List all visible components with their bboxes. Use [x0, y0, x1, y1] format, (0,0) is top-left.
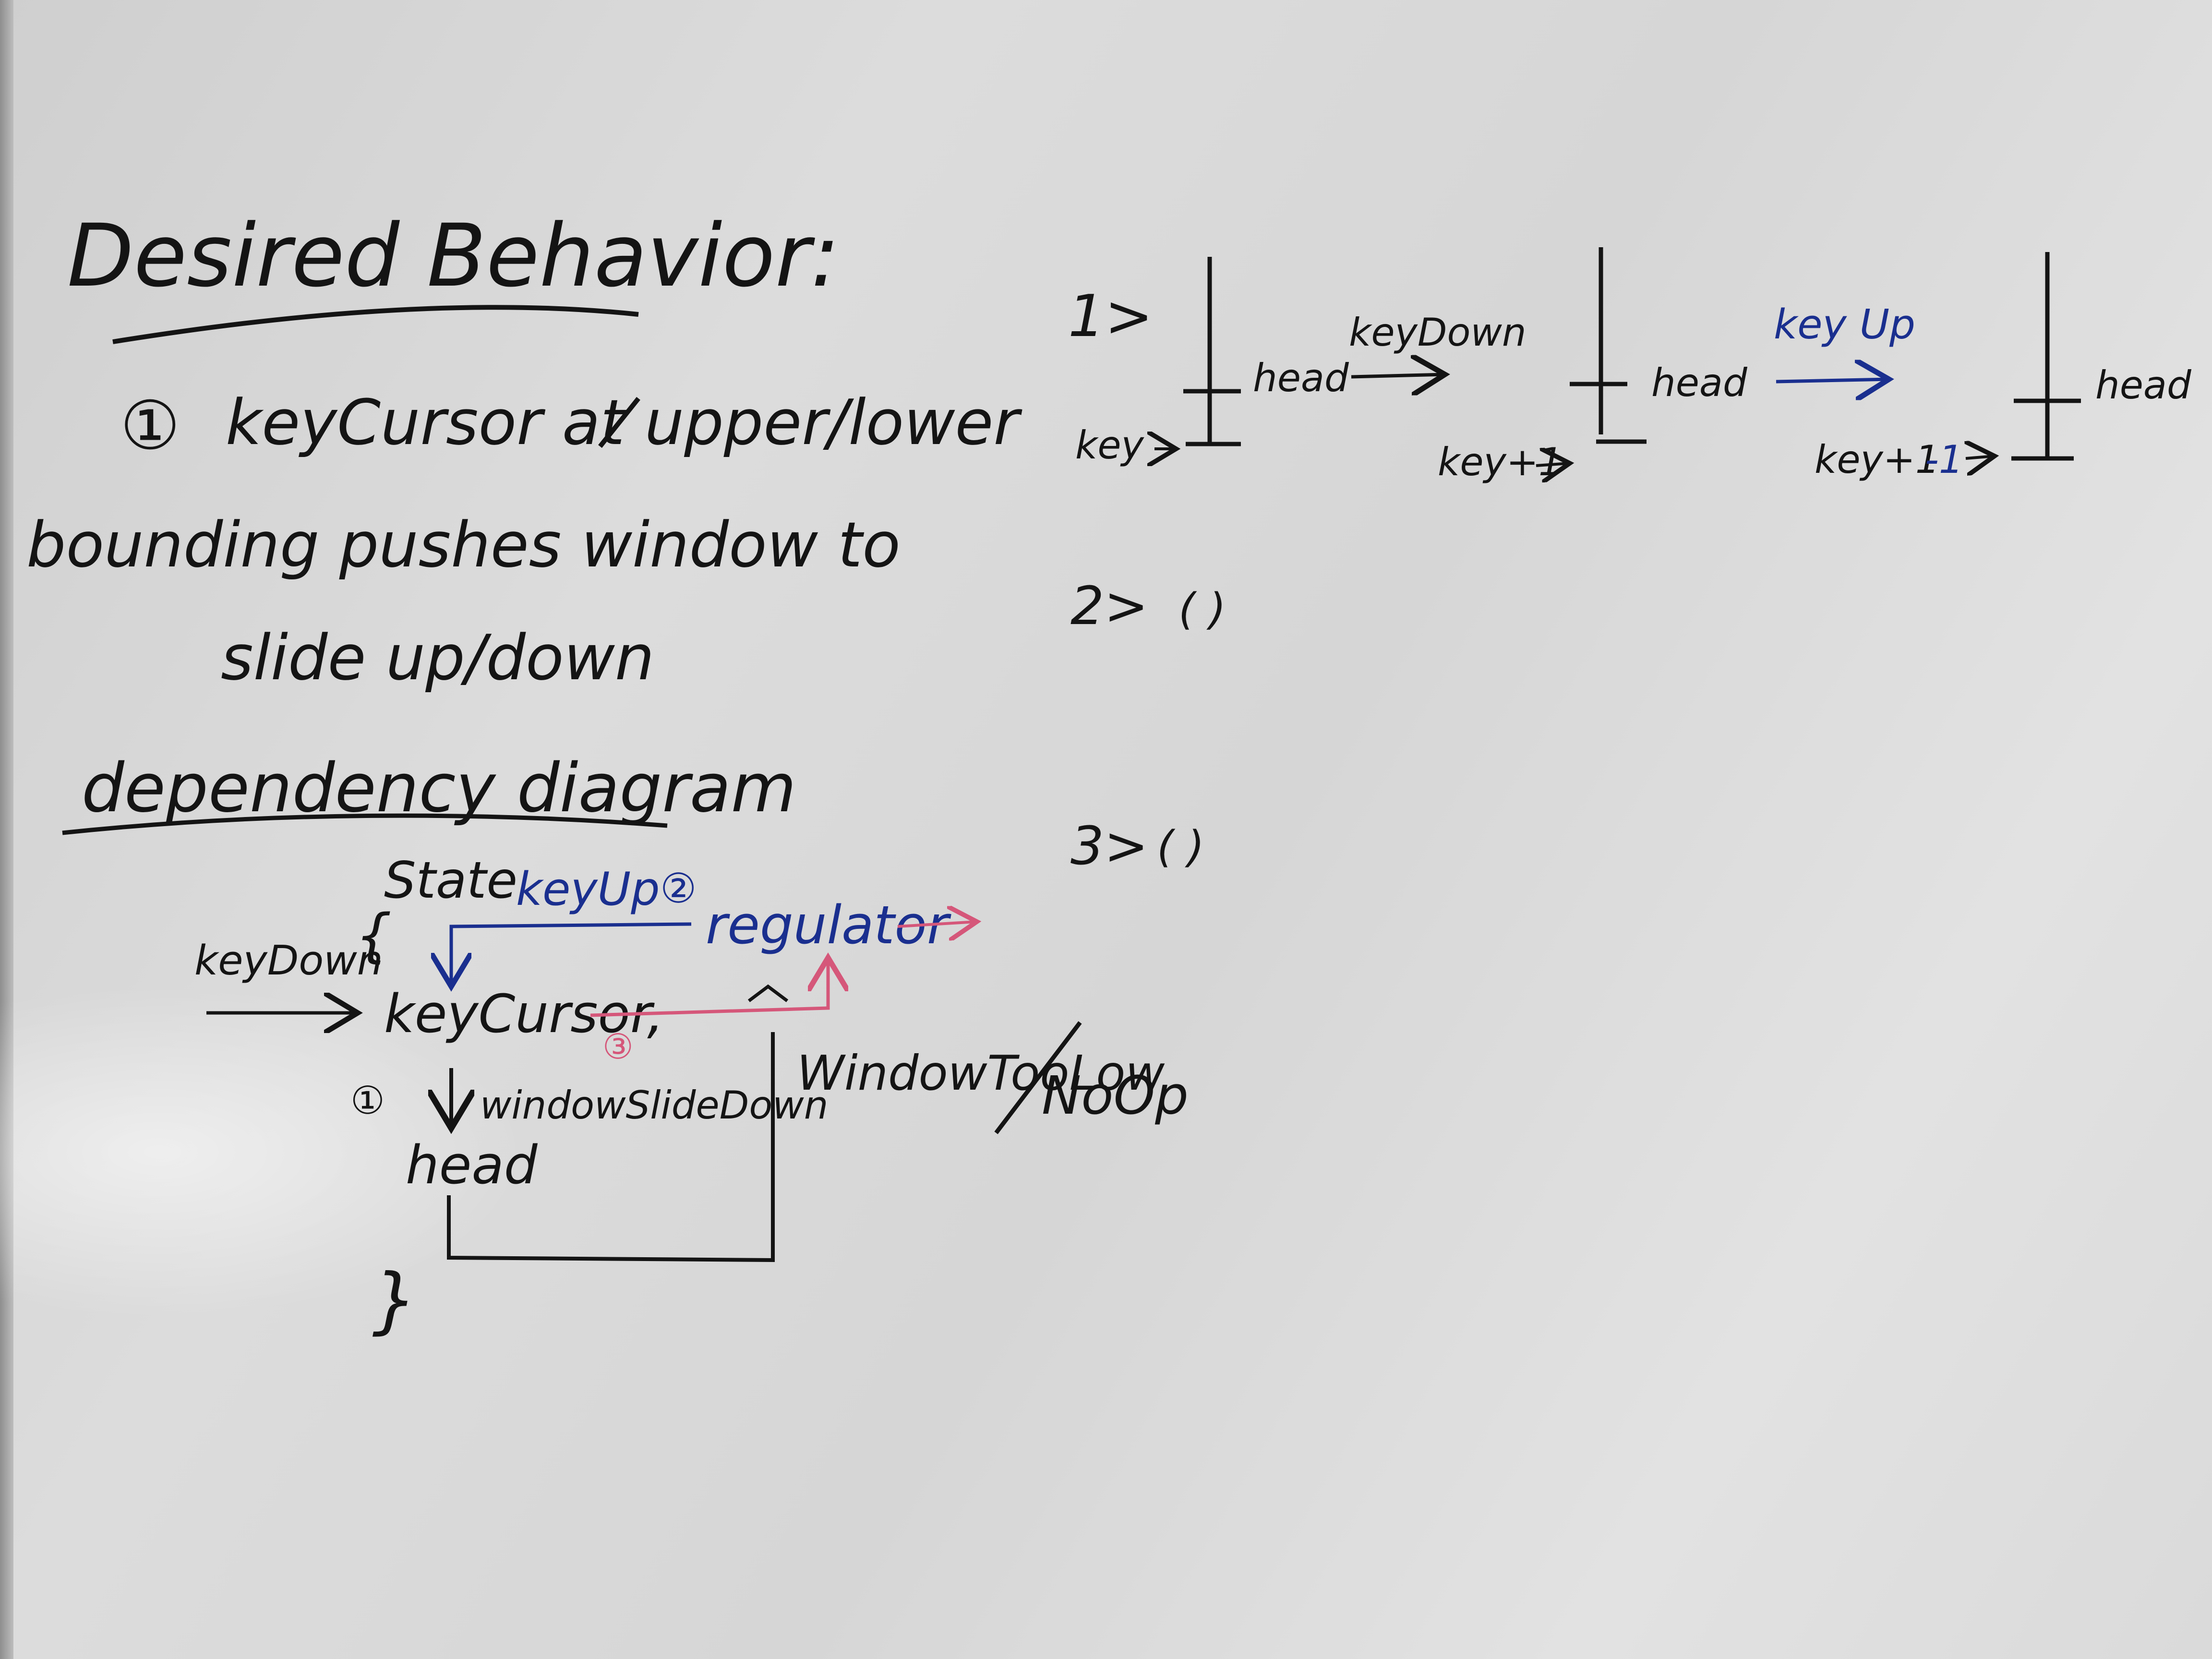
step2-section: 2> ( )	[1070, 575, 1226, 637]
step1-label: 1>	[1068, 283, 1153, 350]
too-low-noop-slash	[994, 1021, 1082, 1134]
close-brace: }	[372, 1259, 418, 1342]
step3-label: 3>	[1070, 815, 1148, 877]
key-arrow-2	[1536, 463, 1570, 466]
keyup-label: keyUp	[516, 863, 660, 916]
item1-line2: bounding pushes window to	[26, 508, 901, 581]
window-diagram-2: head key+1	[1438, 247, 1748, 484]
item1-marker: ①	[120, 387, 180, 465]
key-label-2: key+1	[1438, 440, 1563, 484]
head-label: head	[406, 1134, 538, 1196]
transition-keydown-arrow	[1351, 374, 1445, 377]
title-text: Desired Behavior:	[67, 206, 840, 306]
key-label-3: key+1	[1815, 437, 1940, 482]
open-brace: {	[355, 902, 392, 969]
keycursor-to-regulator-arrow	[590, 958, 828, 1017]
noop-label: NoOp	[1042, 1065, 1189, 1126]
upper-lower-slash	[598, 397, 640, 448]
keyup-arrow	[451, 922, 692, 986]
head-label-2: head	[1651, 361, 1748, 405]
state-label: State	[384, 851, 517, 910]
light-glare	[0, 984, 528, 1320]
desired-behavior-section: Desired Behavior: ① keyCursor at upper/l…	[26, 206, 1022, 835]
black-caret-mark	[747, 984, 789, 1002]
step3-section: 3> ( )	[1070, 815, 1204, 877]
item1-line3: slide up/down	[221, 621, 654, 694]
head-label-3: head	[2095, 363, 2192, 408]
regulator-out-arrow	[897, 922, 977, 926]
transition-keyup-arrow	[1776, 379, 1889, 382]
whiteboard-frame	[0, 0, 13, 1659]
window-diagram-1: head key	[1075, 257, 1349, 468]
item1-line1: keyCursor at upper/lower	[226, 386, 1022, 459]
marker-2: ②	[660, 865, 697, 913]
transition-keydown-label: keyDown	[1349, 310, 1527, 355]
head-feedback-line	[447, 1032, 775, 1262]
window-slide-down-label: windowSlideDown	[480, 1083, 828, 1128]
keydown-label: keyDown	[194, 937, 383, 985]
key-label-3-suffix: -1	[1925, 437, 1963, 482]
transition-keyup-label: key Up	[1774, 301, 1915, 349]
key-label-1: key	[1075, 423, 1145, 468]
key-arrow-3	[1966, 456, 1995, 458]
head-label-1: head	[1253, 356, 1349, 400]
marker-1: ①	[350, 1078, 385, 1123]
step2-blank: ( )	[1178, 584, 1226, 635]
window-too-low-label: WindowTooLow	[797, 1045, 1165, 1101]
dependency-diagram: State { keyUp ② regulator keyDown keyCur…	[194, 851, 1189, 1342]
dependency-underline	[62, 813, 668, 835]
step2-label: 2>	[1070, 575, 1148, 637]
title-underline	[112, 305, 639, 344]
window-diagram-3: head key+1 -1	[1815, 252, 2192, 482]
marker-3: ③	[602, 1026, 634, 1067]
step3-blank: ( )	[1157, 822, 1204, 872]
step1-section: 1> head key keyDown head key+1 key Up	[1068, 247, 2192, 484]
